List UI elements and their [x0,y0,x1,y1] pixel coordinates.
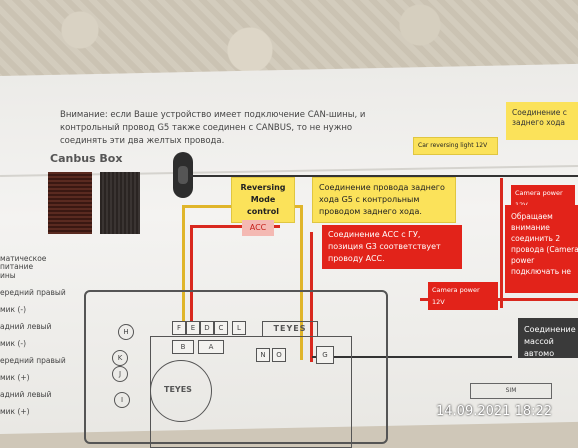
list-item: мик (+) [0,408,30,416]
fan-icon [150,360,212,422]
port-f: F [172,321,186,335]
list-item: ередний правый [0,357,66,365]
list-item: адний левый [0,391,52,399]
port-h: H [118,324,134,340]
port-j: J [112,366,128,382]
canbus-box-image-1 [48,172,92,234]
red-wire-horizontal [190,225,280,228]
left-pin-list: матическое питание ины ередний правый ми… [0,255,70,425]
list-item: мик (-) [0,306,27,314]
list-item: мик (+) [0,374,30,382]
port-l: L [232,321,246,335]
yellow-wire-vertical [182,205,185,325]
acc-desc-label: Соединение ACC с ГУ, позиция G3 соответс… [322,225,462,269]
red-wire-down [310,232,313,362]
reversing-desc-label: Соединение провода заднего хода G5 с кон… [312,177,456,223]
reversing-mode-label: Reversing Mode control [231,177,295,223]
black-wire [190,175,578,177]
sim-slot: SIM [470,383,552,399]
port-e: E [186,321,200,335]
wire-connector [173,152,193,198]
camera-power-label-bottom: Camera power 12V [428,282,498,310]
port-n: N [256,348,270,362]
canbus-box-title: Canbus Box [50,152,123,165]
port-a: A [198,340,224,354]
warning-text: Внимание: если Ваше устройство имеет под… [60,110,366,146]
port-g: G [316,346,334,364]
right-top-yellow-label: Соединение с заднего хода [506,102,578,140]
yellow-wire-down [300,205,303,360]
port-k: K [112,350,128,366]
photo-timestamp: 14.09.2021 18:22 [436,404,553,419]
port-c: C [214,321,228,335]
fan-brand: TEYES [164,385,192,394]
red-wire-camera [420,298,578,301]
port-d: D [200,321,214,335]
list-item: ередний правый [0,289,66,297]
list-item: мик (-) [0,340,27,348]
port-b: B [172,340,194,354]
list-item: адний левый [0,323,52,331]
port-o: O [272,348,286,362]
list-item: ины [0,272,16,280]
car-reversing-label: Car reversing light 12V [413,137,498,155]
acc-label: ACC [242,220,274,236]
black-wire-ground [312,356,512,358]
right-red-note: Обращаем внимание соединить 2 провода (C… [505,205,578,293]
port-i: I [114,392,130,408]
red-wire-vertical [190,225,193,325]
ground-label: Соединение массой автомо [518,318,578,358]
red-wire-right [500,178,503,308]
teyes-logo: TEYES [262,321,318,337]
canbus-box-image-2 [100,172,140,234]
list-item: матическое питание [0,255,47,271]
